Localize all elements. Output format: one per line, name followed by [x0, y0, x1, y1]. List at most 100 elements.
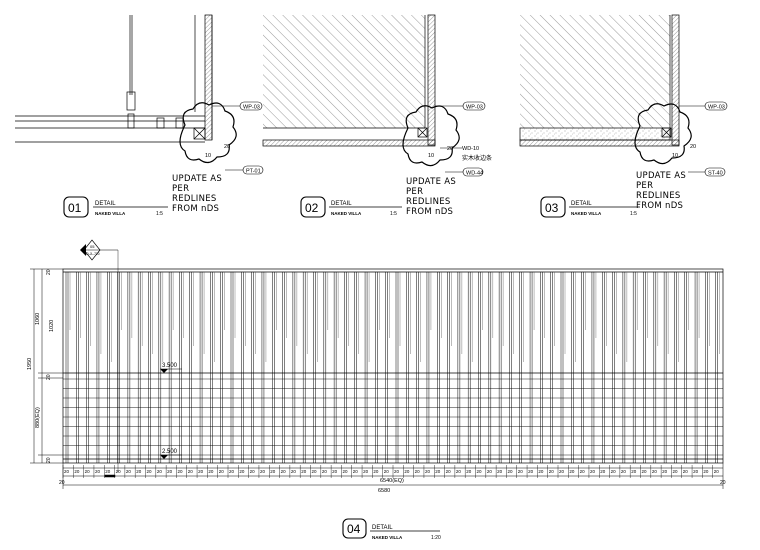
elevation-module-label: 20 [177, 469, 183, 474]
elevation-module-label: 20 [611, 469, 617, 474]
elevation-module-label: 20 [353, 469, 359, 474]
elevation-module-label: 20 [714, 469, 720, 474]
elevation-module-label: 20 [157, 469, 163, 474]
elevation-module-label: 20 [301, 469, 307, 474]
elevation-module-label: 20 [188, 469, 194, 474]
elevation-module-label: 20 [703, 469, 709, 474]
detail-04-title-block: 04 DETAIL NAKED VILLA 1:20 [342, 518, 441, 541]
elevation-module-label: 20 [404, 469, 410, 474]
elevation-module-label: 20 [600, 469, 606, 474]
elevation-module-label: 20 [229, 469, 235, 474]
detail-01-dim-20: 20 [224, 144, 230, 150]
elevation-module-label: 20 [569, 469, 575, 474]
elevation-dim-overall-width: 6580 [378, 488, 390, 494]
elevation-module-label: 20 [332, 469, 338, 474]
detail-02-note-line-3: REDLINES [406, 197, 451, 207]
elevation-module-label: 20 [549, 469, 555, 474]
detail-04-title: DETAIL [372, 525, 393, 531]
detail-02: 10 20 WP-03 WD-10 实木收边条 WD-44 UPDATE AS … [262, 14, 492, 218]
elevation-module-label: 20 [672, 469, 678, 474]
elevation-module-label: 20 [435, 469, 441, 474]
elevation-module-label: 20 [95, 469, 101, 474]
elevation-module-label: 20 [425, 469, 431, 474]
elevation-level-markers: 3.500 2.500 [160, 363, 182, 459]
elevation-level-lower: 2.500 [162, 449, 178, 455]
elevation-module-label: 20 [208, 469, 214, 474]
elevation-module-label: 20 [291, 469, 297, 474]
elevation-module-label: 20 [105, 469, 111, 474]
detail-03-title: DETAIL [571, 201, 592, 207]
elevation-dim-edge-mid: 20 [46, 374, 52, 380]
detail-02-note-line-1: UPDATE AS [406, 177, 456, 187]
elevation-module-label: 20 [394, 469, 400, 474]
elevation-slat-group [65, 272, 720, 463]
detail-01-note-line-4: FROM nDS [172, 204, 219, 214]
detail-03-note-line-2: PER [636, 181, 653, 191]
detail-03-scale: 1:5 [630, 211, 637, 217]
detail-01-note-line-2: PER [172, 184, 189, 194]
elevation-module-label: 20 [85, 469, 91, 474]
elevation-module-label: 20 [116, 469, 122, 474]
detail-01-title-block: 01 DETAIL NAKED VILLA 1:5 [63, 196, 168, 218]
elevation-callout-bottom: ID-JL-710 [86, 252, 100, 256]
elevation-module-label: 20 [446, 469, 452, 474]
elevation-module-label: 20 [239, 469, 245, 474]
detail-03-note-line-1: UPDATE AS [636, 171, 686, 181]
elevation-module-label: 20 [342, 469, 348, 474]
elevation-module-label: 20 [683, 469, 689, 474]
detail-03: 10 20 WP-03 ST-40 UPDATE AS PER REDLINES… [519, 14, 728, 218]
elevation-module-label: 20 [477, 469, 483, 474]
detail-01-cloud-callout [179, 102, 237, 164]
detail-03-number: 03 [545, 201, 559, 215]
elevation-module-label: 20 [590, 469, 596, 474]
elevation-module-label: 20 [456, 469, 462, 474]
detail-03-cloud-callout [634, 103, 692, 165]
detail-01-tag-bottom: PT-01 [246, 169, 261, 175]
detail-01-note-line-1: UPDATE AS [172, 174, 222, 184]
elevation-module-dimension-labels: 20 20 20 20 20 20 20 20 20 20 20 20 20 20 20 20 20 20 20 20… [62, 465, 720, 478]
elevation-dim-upper-height: 1060 [35, 313, 41, 325]
detail-01-number: 01 [68, 201, 82, 215]
detail-02-cloud-callout [402, 105, 460, 167]
elevation-left-dimensions [30, 268, 63, 464]
detail-01-title: DETAIL [95, 201, 116, 207]
elevation-module-label: 20 [74, 469, 80, 474]
detail-02-dim-10: 10 [428, 153, 434, 159]
detail-03-note-line-4: FROM nDS [636, 201, 683, 211]
elevation-module-label: 20 [250, 469, 256, 474]
elevation-module-label: 20 [662, 469, 668, 474]
elevation-module-label: 20 [260, 469, 266, 474]
elevation-module-label: 20 [147, 469, 153, 474]
elevation-level-upper: 3.500 [162, 363, 178, 369]
elevation-module-label: 20 [538, 469, 544, 474]
elevation-module-label: 20 [559, 469, 565, 474]
detail-02-title-block: 02 DETAIL NAKED VILLA 1:5 [300, 196, 402, 218]
elevation-dim-edge-bottom: 20 [46, 457, 52, 463]
elevation-module-label: 20 [270, 469, 276, 474]
elevation-module-label: 20 [126, 469, 132, 474]
elevation-module-label: 20 [497, 469, 503, 474]
elevation-module-label: 20 [322, 469, 328, 474]
elevation-module-label: 20 [466, 469, 472, 474]
detail-02-number: 02 [305, 201, 319, 215]
elevation-module-label: 20 [136, 469, 142, 474]
detail-04-scale: 1:20 [431, 535, 441, 541]
detail-02-wall-section [262, 14, 436, 147]
elevation-module-label: 20 [167, 469, 173, 474]
detail-02-title: DETAIL [331, 201, 352, 207]
elevation-dim-edge-top: 20 [46, 269, 52, 275]
detail-03-dim-10: 10 [672, 153, 678, 159]
detail-02-tag-bottom: WD-44 [466, 171, 483, 177]
elevation-lower-grid [63, 378, 723, 456]
detail-01-tag-wall: WP-03 [243, 105, 260, 111]
detail-03-note-line-3: REDLINES [636, 191, 681, 201]
detail-02-note-line-2: PER [406, 187, 423, 197]
elevation-module-label: 20 [642, 469, 648, 474]
elevation-module-label: 20 [518, 469, 524, 474]
elevation-module-label: 20 [580, 469, 586, 474]
detail-04-project: NAKED VILLA [372, 535, 403, 540]
detail-01-wall-section [15, 14, 213, 143]
detail-01-dim-10: 10 [205, 153, 211, 159]
detail-02-trim-note: 实木收边条 [462, 154, 492, 162]
